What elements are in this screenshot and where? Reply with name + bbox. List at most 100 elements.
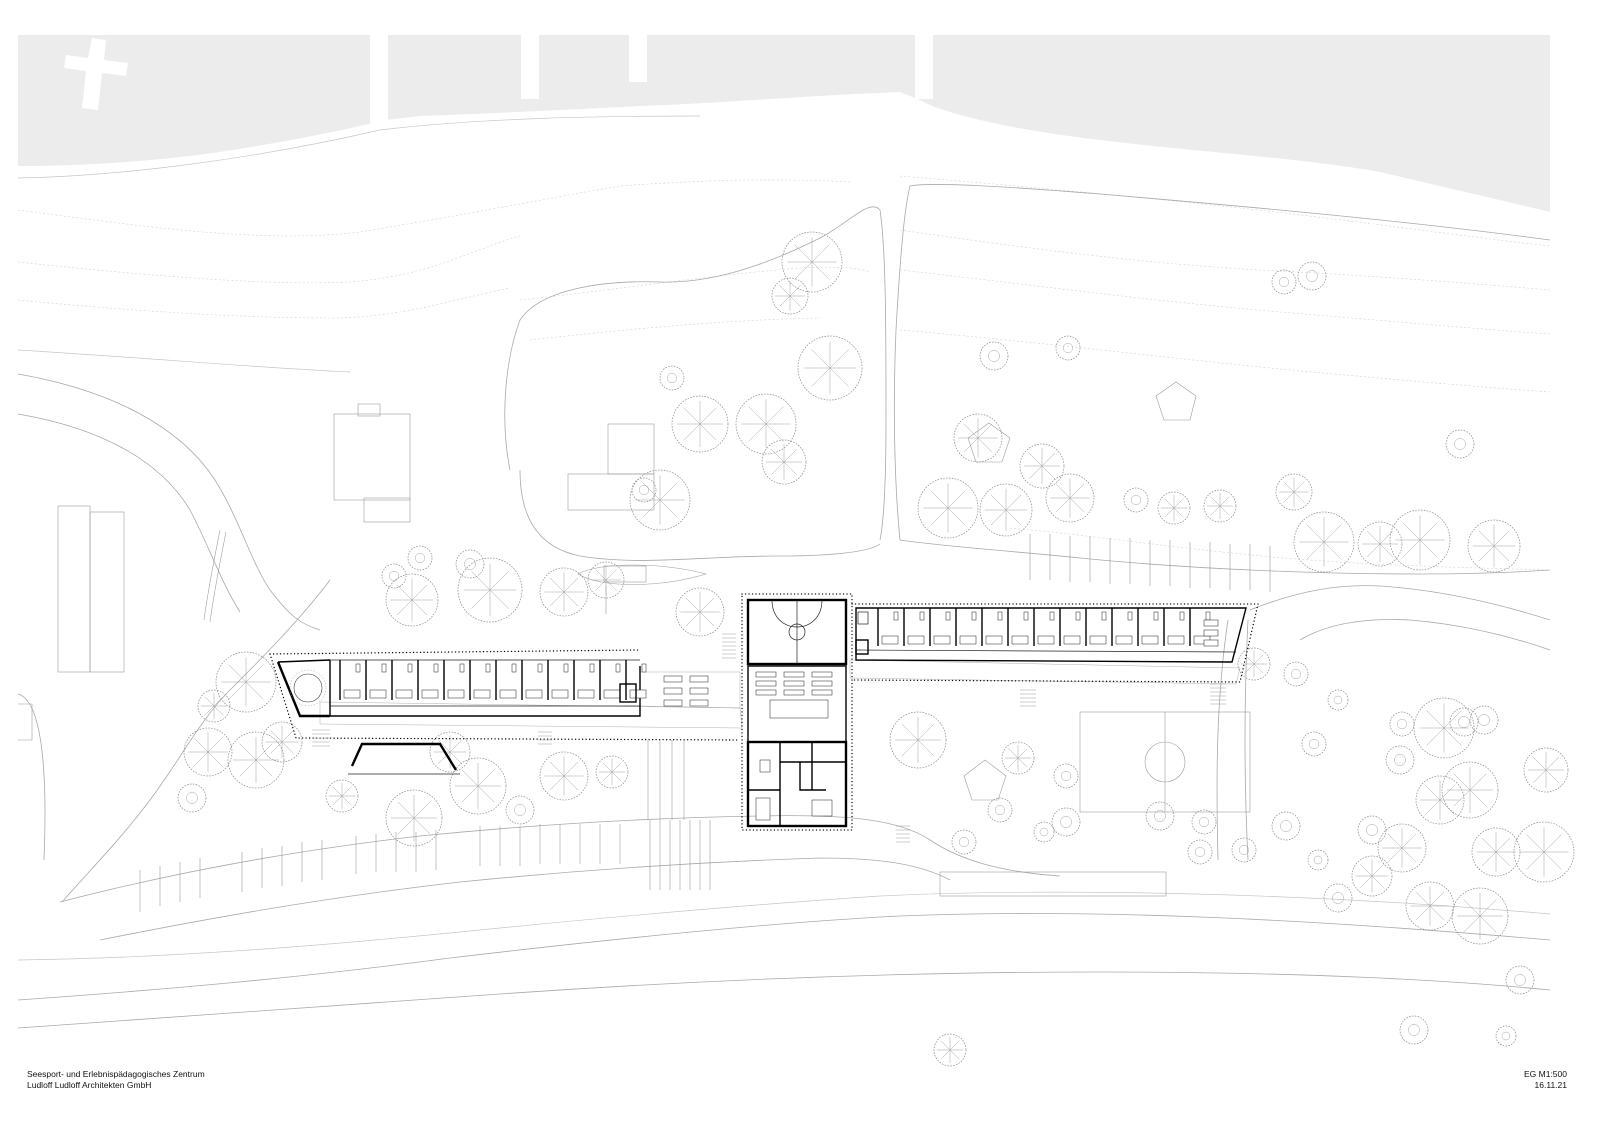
bunk-bed: [1089, 635, 1107, 645]
wardrobe: [919, 611, 925, 621]
bunk-bed: [525, 689, 543, 699]
tree: [429, 731, 471, 773]
tree: [889, 711, 947, 769]
tree: [1271, 811, 1301, 841]
tree: [1051, 807, 1081, 837]
tree: [1351, 855, 1393, 897]
paths-and-roads: [17, 184, 1551, 1029]
tree: [675, 587, 725, 637]
round-table: [293, 673, 323, 703]
tree: [659, 365, 685, 391]
architect-name: Ludloff Ludloff Architekten GmbH: [27, 1080, 152, 1090]
tree: [1203, 489, 1237, 523]
jetty: [370, 35, 388, 148]
table: [755, 689, 777, 696]
wardrobe: [1075, 611, 1081, 621]
jetty: [521, 35, 539, 99]
new-building: [269, 593, 1259, 831]
tree: [1467, 519, 1521, 573]
tree: [1053, 763, 1079, 789]
wardrobe: [641, 663, 647, 673]
tree: [449, 757, 507, 815]
tree: [1357, 815, 1387, 845]
slipway: [350, 742, 458, 771]
drawing-date: 16.11.21: [1534, 1080, 1567, 1090]
wardrobe: [381, 663, 387, 673]
tree: [1441, 761, 1499, 819]
tree: [1157, 491, 1191, 525]
bunk-bed: [499, 689, 517, 699]
wardrobe: [563, 663, 569, 673]
bunk-bed: [473, 689, 491, 699]
pentagon-pavilion: [1155, 381, 1197, 421]
tree: [1301, 731, 1327, 757]
tree: [215, 651, 277, 713]
tree: [1495, 1025, 1517, 1047]
tree: [797, 335, 863, 401]
tree: [1191, 809, 1217, 835]
tree: [1413, 697, 1475, 759]
tree: [1145, 801, 1175, 831]
pentagon-pavilion: [967, 422, 1011, 463]
tree: [385, 573, 439, 627]
tree: [1445, 429, 1475, 459]
tree: [1451, 887, 1509, 945]
wardrobe: [355, 663, 361, 673]
table: [689, 675, 709, 683]
tree: [631, 477, 657, 503]
bunk-bed: [551, 689, 569, 699]
existing-buildings: [18, 381, 1251, 843]
boat-shed: [57, 505, 91, 673]
tree: [325, 779, 359, 813]
existing-house: [333, 413, 411, 501]
wardrobe: [615, 663, 621, 673]
tree: [177, 783, 207, 813]
tree: [1469, 705, 1499, 735]
tree: [1513, 821, 1575, 883]
pontoon: [64, 38, 128, 110]
tree: [761, 439, 807, 485]
wardrobe: [537, 663, 543, 673]
wardrobe: [997, 611, 1003, 621]
tree: [1323, 883, 1353, 913]
tree: [1389, 711, 1415, 737]
lake-area: [18, 35, 1550, 212]
wardrobe: [1023, 611, 1029, 621]
tree: [1123, 487, 1149, 513]
table: [755, 671, 777, 678]
pentagon-pavilion: [963, 759, 1007, 801]
existing-house: [607, 423, 655, 475]
table: [663, 699, 683, 707]
bunk-bed: [985, 635, 1003, 645]
bunk-bed: [907, 635, 925, 645]
tree: [455, 549, 485, 579]
tree: [771, 277, 809, 315]
tree: [781, 231, 843, 293]
tree: [457, 557, 523, 623]
wardrobe: [1179, 611, 1185, 621]
table: [755, 680, 777, 687]
tree: [1231, 837, 1257, 863]
wardrobe: [485, 663, 491, 673]
wardrobe: [511, 663, 517, 673]
tree: [587, 561, 625, 599]
tree: [671, 395, 729, 453]
bunk-bed: [577, 689, 595, 699]
tree: [1405, 881, 1455, 931]
wardrobe: [971, 611, 977, 621]
bunk-bed: [343, 689, 361, 699]
tree: [987, 797, 1013, 823]
tree: [505, 795, 535, 825]
terrain-contours: [17, 115, 1551, 571]
bunk-bed: [395, 689, 413, 699]
tree: [735, 393, 797, 455]
table: [783, 689, 805, 696]
wardrobe: [1049, 611, 1055, 621]
title-block-left: Seesport- und Erlebnispädagogisches Zent…: [27, 1069, 205, 1091]
wardrobe: [1205, 611, 1211, 621]
tree: [1187, 839, 1213, 865]
wardrobe: [1153, 611, 1159, 621]
tree: [1377, 823, 1427, 873]
wardrobe: [1127, 611, 1133, 621]
